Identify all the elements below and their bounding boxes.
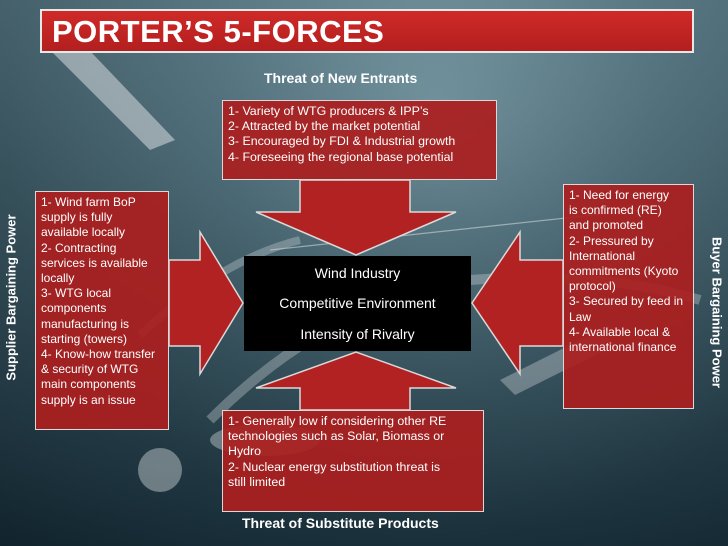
label-buyer-power: Buyer Bargaining Power: [709, 237, 725, 388]
box-line: 1- Generally low if considering other RE: [228, 414, 447, 428]
center-rivalry-box: Wind Industry Competitive Environment In…: [244, 256, 471, 351]
box-line: commitments (Kyoto: [569, 264, 679, 279]
box-line: International: [569, 248, 636, 263]
center-line-industry: Wind Industry: [314, 265, 401, 281]
box-line: 4- Available local &: [569, 324, 671, 339]
box-line: 2- Pressured by: [569, 233, 654, 248]
box-line: starting (towers): [41, 331, 128, 346]
box-line: technologies such as Solar, Biomass or: [228, 429, 445, 444]
box-line: components: [41, 301, 107, 316]
box-line: & security of WTG: [41, 362, 139, 377]
center-line-rivalry: Intensity of Rivalry: [300, 326, 415, 342]
box-line: protocol): [569, 279, 616, 294]
box-line: supply is an issue: [41, 392, 136, 407]
box-line: services is available: [41, 255, 148, 270]
box-line: manufacturing is: [41, 316, 130, 331]
box-line: Hydro: [228, 444, 262, 459]
box-line: main components: [41, 377, 136, 392]
box-new-entrants: 1- Variety of WTG producers & IPP’s 2- A…: [222, 100, 497, 180]
box-line: 1- Need for energy: [569, 188, 670, 202]
box-line: supply is fully: [41, 210, 113, 225]
label-supplier-power: Supplier Bargaining Power: [3, 214, 19, 381]
title-banner: PORTER’S 5-FORCES: [40, 9, 694, 53]
slide-title: PORTER’S 5-FORCES: [52, 14, 385, 49]
box-line: still limited: [228, 474, 286, 489]
arrow-down-from-top: [255, 179, 457, 256]
arrow-left-from-right: [471, 229, 564, 377]
box-line: international finance: [569, 340, 677, 355]
box-line: locally: [41, 271, 75, 286]
box-line: 3- WTG local: [41, 286, 112, 301]
box-line: 1- Variety of WTG producers & IPP’s: [228, 104, 429, 118]
box-line: available locally: [41, 225, 126, 240]
box-line: 2- Nuclear energy substitution threat is: [228, 459, 441, 474]
box-substitutes: 1- Generally low if considering other RE…: [222, 410, 484, 512]
box-buyer-power: 1- Need for energy is confirmed (RE) and…: [563, 184, 694, 409]
label-threat-substitutes: Threat of Substitute Products: [242, 515, 439, 531]
box-line: 3- Secured by feed in: [569, 294, 684, 309]
box-line: 4- Foreseeing the regional base potentia…: [228, 149, 454, 164]
box-line: Law: [569, 309, 592, 324]
box-line: and promoted: [569, 218, 644, 233]
box-line: 3- Encouraged by FDI & Industrial growth: [228, 134, 456, 149]
box-line: 2- Attracted by the market potential: [228, 119, 421, 134]
box-line: 1- Wind farm BoP: [41, 195, 136, 209]
arrow-right-from-left: [168, 229, 244, 377]
box-supplier-power: 1- Wind farm BoP supply is fully availab…: [35, 191, 169, 430]
label-threat-new-entrants: Threat of New Entrants: [264, 70, 418, 86]
box-line: 2- Contracting: [41, 240, 117, 255]
arrow-up-from-bottom: [255, 351, 457, 411]
box-line: 4- Know-how transfer: [41, 347, 156, 362]
center-line-environment: Competitive Environment: [279, 295, 436, 311]
box-line: is confirmed (RE): [569, 203, 662, 218]
